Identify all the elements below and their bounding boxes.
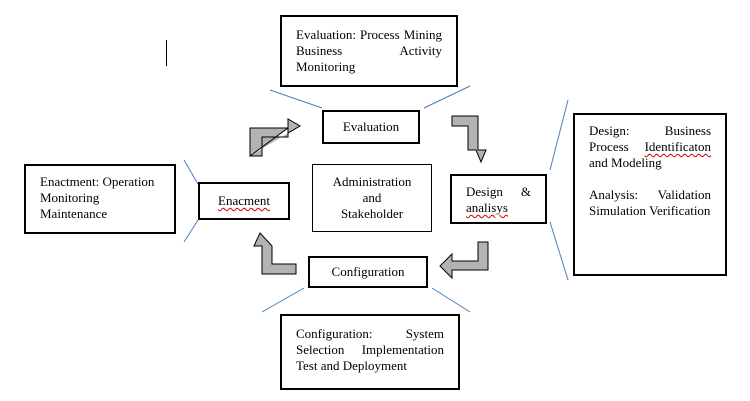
center-box-line3: Stakeholder: [340, 206, 404, 221]
connector-enact-top: [183, 159, 199, 185]
design-detail-text-2: and Modeling: [589, 155, 662, 170]
evaluation-detail-box: Evaluation: Process Mining Business Acti…: [280, 15, 458, 87]
arrow-design-to-config: [439, 241, 489, 280]
design-stage-label-line2: analisys: [466, 200, 531, 216]
center-box-line2: and: [362, 190, 382, 205]
configuration-detail-text: Configuration: System Selection Implemen…: [296, 326, 444, 373]
arrow-eval-to-design: [451, 115, 487, 164]
design-detail-paragraph: Design: Business Process Identificaton a…: [589, 123, 711, 171]
enactment-stage-box: Enacment: [198, 182, 290, 220]
evaluation-detail-text: Evaluation: Process Mining Business Acti…: [296, 27, 442, 74]
connector-design-bottom: [549, 221, 569, 281]
design-detail-misspelled-word: Identificaton: [644, 139, 711, 154]
design-analysis-detail-box: Design: Business Process Identificaton a…: [573, 113, 727, 276]
evaluation-stage-box: Evaluation: [322, 110, 420, 144]
connector-design-top: [549, 99, 569, 171]
arrow-enact-to-eval: [249, 118, 301, 157]
connector-enact-bottom: [183, 219, 199, 243]
connector-config-left: [261, 287, 305, 313]
design-stage-box: Design & analisys: [450, 174, 547, 224]
design-detail-text-1: Design: Business Process: [589, 123, 711, 154]
configuration-stage-label: Configuration: [331, 264, 405, 279]
enactment-detail-box: Enactment: Operation Monitoring Maintena…: [24, 164, 176, 234]
evaluation-stage-label: Evaluation: [342, 119, 400, 134]
design-stage-label-line1: Design &: [466, 184, 531, 199]
arrow-config-to-enact: [253, 232, 297, 275]
center-box-line1: Administration: [332, 174, 412, 189]
analysis-detail-text: Analysis: Validation Simulation Verifica…: [589, 187, 711, 218]
connector-eval-left: [269, 89, 323, 109]
configuration-detail-box: Configuration: System Selection Implemen…: [280, 314, 460, 390]
connector-eval-right: [423, 85, 471, 109]
design-stage-label-misspelled: analisys: [466, 200, 508, 215]
connector-config-right: [431, 287, 471, 313]
text-cursor: [166, 40, 167, 66]
enactment-detail-text: Enactment: Operation Monitoring Maintena…: [40, 174, 155, 221]
center-box: Administration and Stakeholder: [312, 164, 432, 232]
configuration-stage-box: Configuration: [308, 256, 428, 288]
enactment-stage-label: Enacment: [218, 193, 270, 208]
